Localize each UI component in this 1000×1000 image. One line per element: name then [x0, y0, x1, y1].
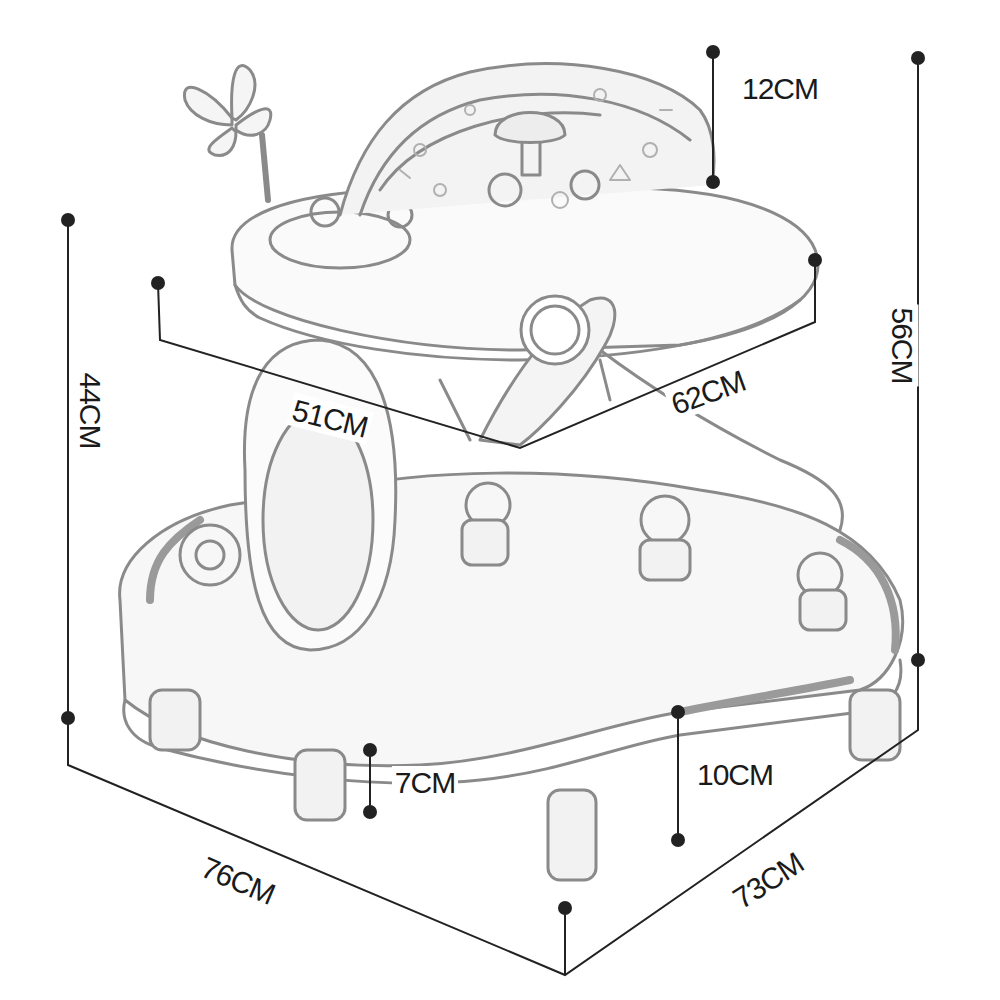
dimension-lines — [68, 52, 918, 975]
dimension-label: 44CM — [74, 369, 107, 451]
dimension-label: 62CM — [664, 362, 752, 421]
dimension-label: 10CM — [694, 758, 776, 791]
dimension-label: 7CM — [392, 766, 458, 799]
dimension-label: 76CM — [194, 849, 282, 911]
dimension-dots — [61, 45, 925, 915]
dimension-label: 56CM — [886, 304, 919, 386]
dimension-label: 12CM — [739, 72, 821, 105]
walker-illustration — [120, 64, 903, 880]
